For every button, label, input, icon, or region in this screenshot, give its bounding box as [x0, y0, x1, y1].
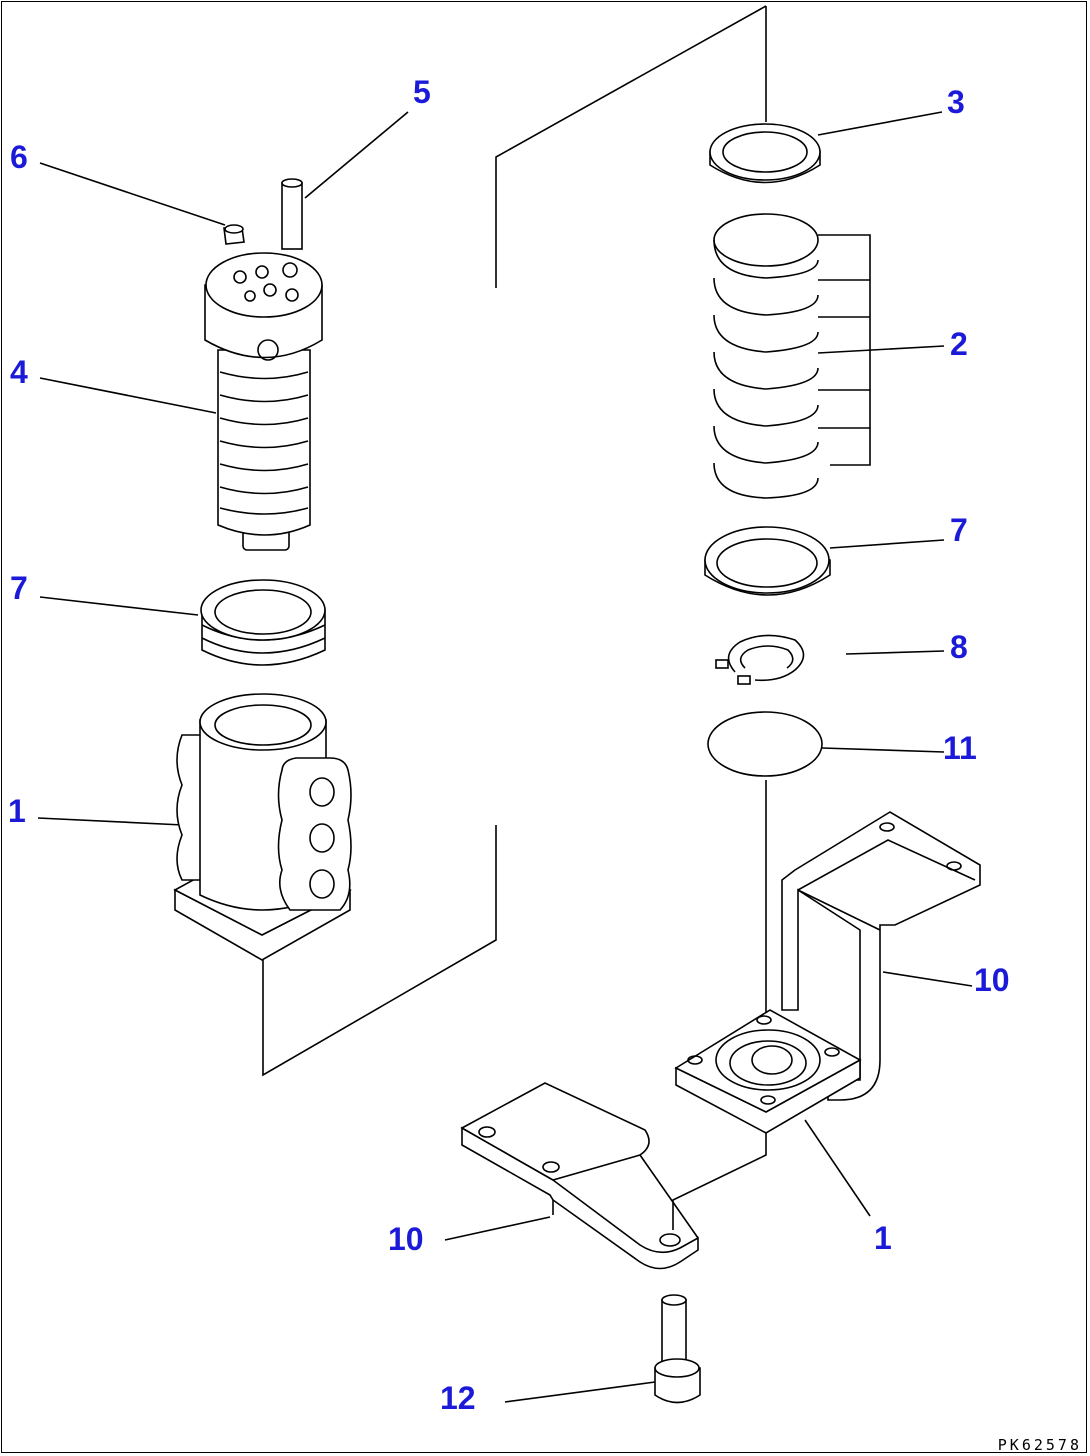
callout-7[interactable]: 7 — [10, 570, 28, 606]
callout-8[interactable]: 7 — [950, 512, 968, 548]
callout-2[interactable]: 2 — [950, 326, 968, 362]
drawing-code: PK62578 — [997, 1436, 1082, 1454]
part-10-bracket-upper — [781, 811, 981, 1101]
callout-11[interactable]: 11 — [943, 730, 977, 766]
callout-12[interactable]: 12 — [440, 1380, 476, 1416]
callout-10-lower[interactable]: 10 — [388, 1221, 424, 1257]
part-12-bolt — [654, 1294, 701, 1404]
part-7-seal — [200, 579, 326, 666]
part-6-plug — [223, 224, 245, 245]
part-1-housing-left — [173, 693, 352, 961]
callout-1-left[interactable]: 1 — [8, 793, 26, 829]
part-10-bracket-lower — [460, 1082, 699, 1270]
part-5-pin — [281, 178, 303, 250]
part-4-valve — [204, 252, 323, 551]
part-3-ring — [709, 123, 821, 184]
part-8-ring — [704, 526, 831, 596]
callout-3[interactable]: 3 — [947, 84, 965, 120]
callout-6[interactable]: 6 — [10, 139, 28, 175]
part-11-disc — [707, 711, 823, 777]
part-2-spring — [713, 213, 819, 499]
callout-9[interactable]: 8 — [950, 629, 968, 665]
callout-1-right[interactable]: 1 — [874, 1220, 892, 1256]
callout-10-upper[interactable]: 10 — [974, 962, 1010, 998]
part-9-snap-ring — [715, 634, 805, 685]
part-1-housing-right — [674, 1009, 862, 1134]
assembly-guide-lines — [262, 5, 767, 1230]
callout-4[interactable]: 4 — [10, 354, 28, 390]
callout-5[interactable]: 5 — [413, 74, 431, 110]
leader-lines — [37, 111, 973, 1403]
